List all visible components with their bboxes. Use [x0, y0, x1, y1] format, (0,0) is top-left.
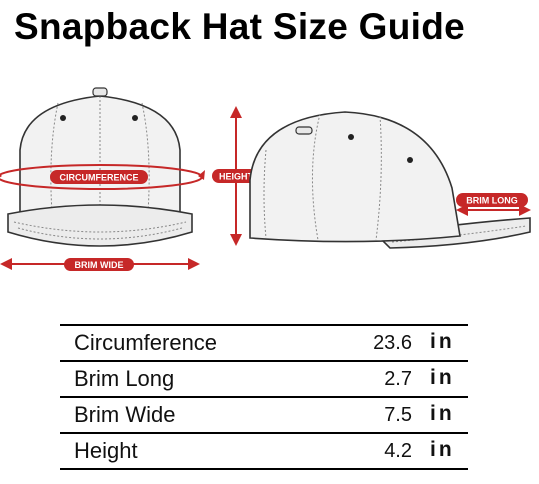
size-table: Circumference 23.6 in Brim Long 2.7 in B… — [60, 324, 468, 470]
brim-wide-tag — [64, 258, 134, 271]
side-hat — [249, 111, 531, 249]
brim-wide-label: BRIM WIDE — [75, 260, 124, 270]
measurement-unit: in — [430, 330, 455, 353]
circumference-label: CIRCUMFERENCE — [59, 173, 138, 183]
measurement-name: Height — [74, 438, 138, 463]
measurement-value: 7.5 — [384, 404, 412, 426]
table-row: Height 4.2 in — [60, 432, 468, 470]
table-row: Brim Wide 7.5 in — [60, 396, 468, 432]
measurement-name: Brim Long — [74, 366, 175, 391]
brim-long-label: BRIM LONG — [466, 196, 518, 206]
hat-illustration: CIRCUMFERENCE BRIM WIDE HEIGHT BRIM LONG — [0, 87, 531, 271]
measurement-name: Circumference — [74, 330, 218, 355]
height-tag — [212, 169, 260, 183]
height-label: HEIGHT — [219, 172, 254, 182]
measurement-name: Brim Wide — [74, 402, 176, 427]
measurement-unit: in — [430, 438, 455, 461]
measurement-unit: in — [430, 402, 455, 425]
measurement-value: 23.6 — [373, 332, 412, 354]
table-row: Brim Long 2.7 in — [60, 360, 468, 396]
table-row: Circumference 23.6 in — [60, 324, 468, 360]
brim-long-tag — [456, 193, 528, 207]
measurement-unit: in — [430, 366, 455, 389]
measurement-value: 4.2 — [384, 440, 412, 462]
circumference-tag — [50, 170, 148, 184]
measurement-value: 2.7 — [384, 368, 412, 390]
page-title: Snapback Hat Size Guide — [14, 6, 466, 47]
